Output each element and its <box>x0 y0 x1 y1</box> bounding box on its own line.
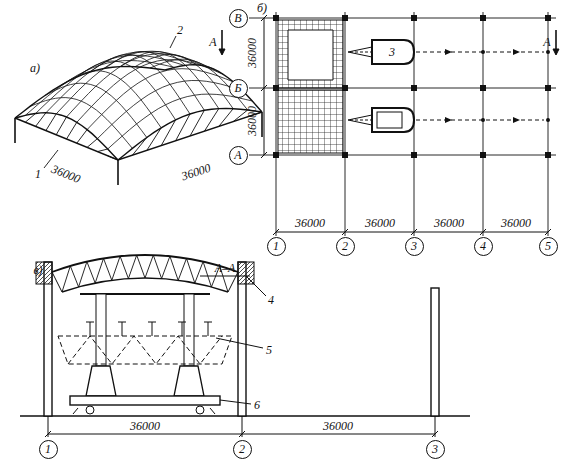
axis-label: 5 <box>545 240 551 252</box>
dimension: 36000 <box>323 420 353 432</box>
axis-label: Б <box>234 82 241 94</box>
axis-label: 3 <box>432 443 438 455</box>
dimension: 36000 <box>130 420 160 432</box>
callout-number: 2 <box>177 24 183 36</box>
view-letter: а) <box>30 62 40 74</box>
row-axis-bubble: В <box>229 9 248 28</box>
axis-label: 1 <box>45 443 51 455</box>
callout-number: 5 <box>266 344 272 356</box>
column-axis-bubble: 4 <box>474 237 493 256</box>
column-axis-bubble: 2 <box>233 440 252 459</box>
column-axis-bubble: 1 <box>39 440 58 459</box>
column-axis-bubble: 2 <box>336 237 355 256</box>
view-letter: б) <box>257 2 267 14</box>
section-title: А–А <box>215 262 236 274</box>
dimension: 36000 <box>180 162 212 183</box>
dimension: 36000 <box>365 217 395 229</box>
dimension: 36000 <box>295 217 325 229</box>
callout-number: 4 <box>268 294 274 306</box>
dome-view <box>15 36 262 185</box>
row-axis-bubble: Б <box>229 79 248 98</box>
section-mark: А <box>209 36 216 48</box>
axis-label: 3 <box>411 240 417 252</box>
dimension: 36000 <box>246 106 258 136</box>
column-axis-bubble: 3 <box>426 440 445 459</box>
callout-number: 3 <box>389 46 395 58</box>
callout-number: 6 <box>254 399 260 411</box>
dimension: 36000 <box>50 163 82 185</box>
dimension: 36000 <box>246 38 258 68</box>
dimension: 36000 <box>501 217 531 229</box>
section-mark: А <box>543 36 550 48</box>
row-axis-bubble: А <box>229 146 248 165</box>
view-letter: в) <box>33 264 42 276</box>
plan <box>219 12 559 236</box>
axis-label: А <box>234 149 241 161</box>
axis-label: В <box>234 12 241 24</box>
section <box>20 255 470 437</box>
dimension: 36000 <box>434 217 464 229</box>
callout-number: 1 <box>35 168 41 180</box>
axis-label: 1 <box>273 240 279 252</box>
axis-label: 2 <box>239 443 245 455</box>
axis-label: 2 <box>342 240 348 252</box>
axis-label: 4 <box>480 240 486 252</box>
column-axis-bubble: 3 <box>405 237 424 256</box>
column-axis-bubble: 1 <box>267 237 286 256</box>
column-axis-bubble: 5 <box>539 237 558 256</box>
